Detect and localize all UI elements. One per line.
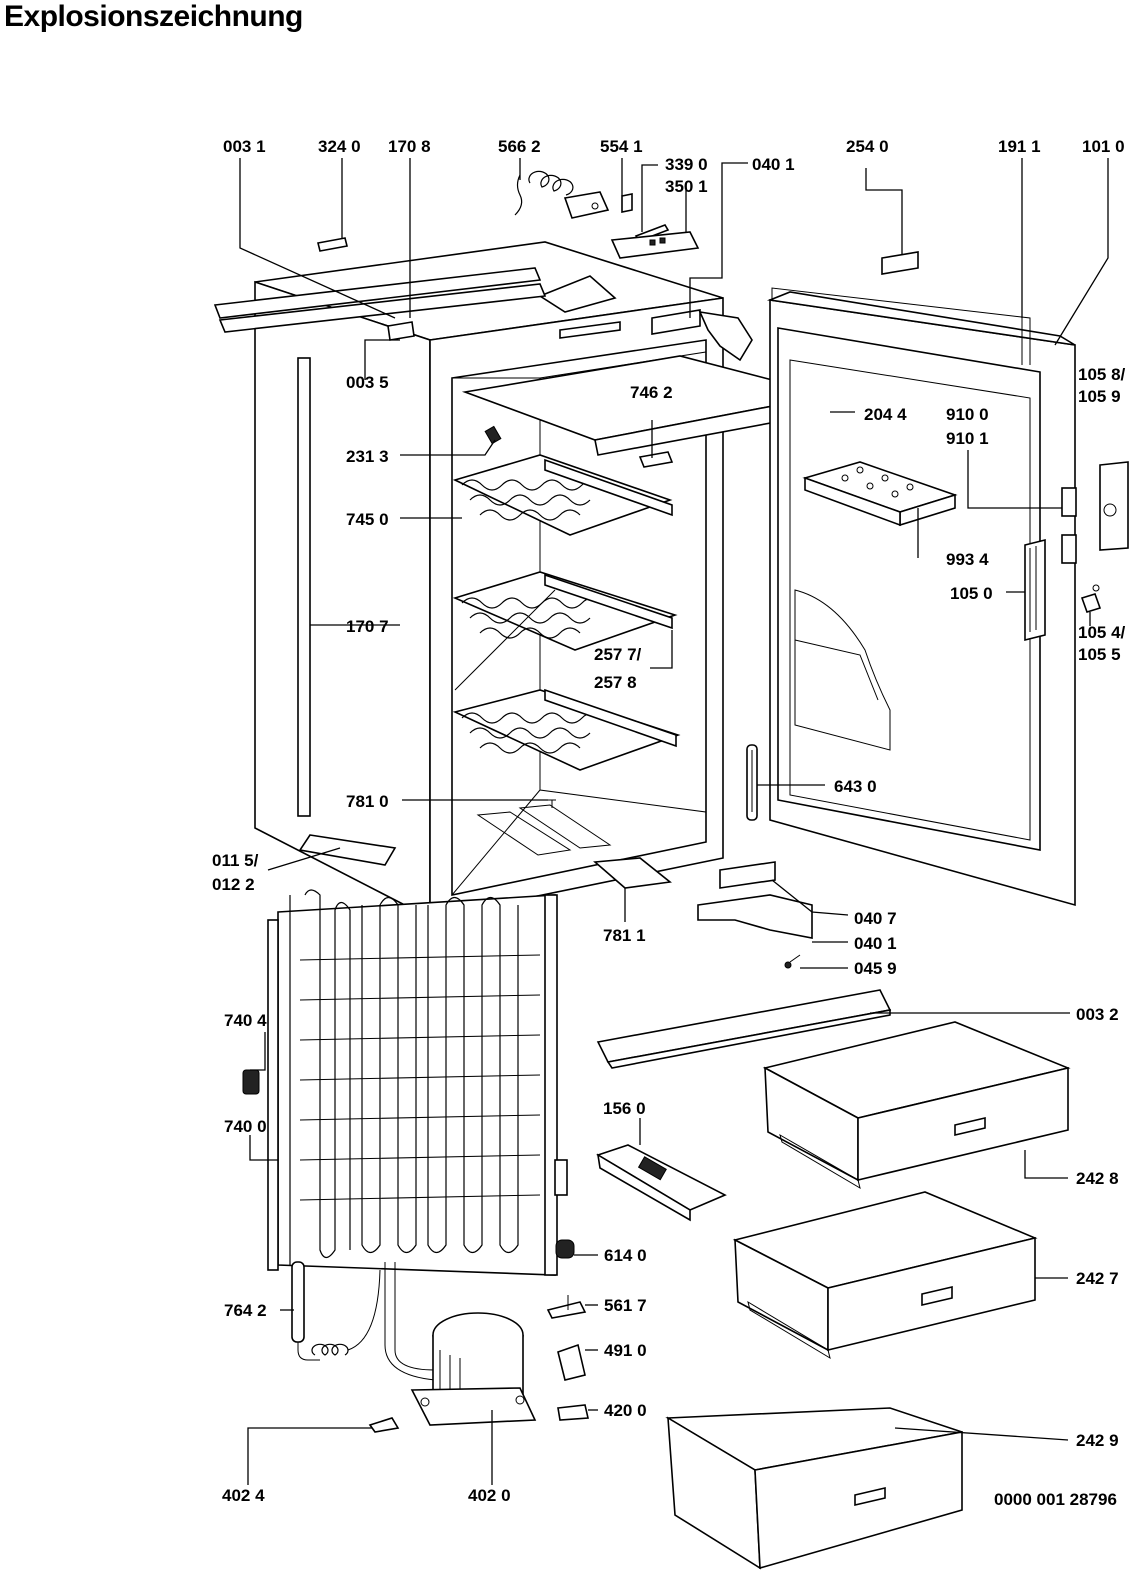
part-label-4024: 402 4 bbox=[222, 1486, 265, 1505]
part-label-5662: 566 2 bbox=[498, 137, 541, 156]
crisper-drawer-2429 bbox=[665, 1407, 963, 1570]
hinge-bottom bbox=[697, 861, 813, 969]
evaporator-shelves bbox=[452, 454, 681, 771]
part-label-9934: 993 4 bbox=[946, 550, 989, 569]
part-label-3390: 339 0 bbox=[665, 155, 708, 174]
crisper-drawer-2428 bbox=[762, 1021, 1071, 1190]
part-label-2427: 242 7 bbox=[1076, 1269, 1119, 1288]
part-label-5617: 561 7 bbox=[604, 1296, 647, 1315]
part-label-2540: 254 0 bbox=[846, 137, 889, 156]
part-label-3240: 324 0 bbox=[318, 137, 361, 156]
part-label-0407: 040 7 bbox=[854, 909, 897, 928]
leader-lines bbox=[239, 158, 1109, 1485]
part-label-1055: 105 5 bbox=[1078, 645, 1121, 664]
part-label-7642: 764 2 bbox=[224, 1301, 267, 1320]
part-label-1911: 191 1 bbox=[998, 137, 1041, 156]
crisper-drawer-2427 bbox=[732, 1191, 1038, 1360]
part-label-6430: 643 0 bbox=[834, 777, 877, 796]
control-components bbox=[514, 170, 700, 259]
part-label-6140: 614 0 bbox=[604, 1246, 647, 1265]
part-label-1058: 105 8/ bbox=[1078, 365, 1126, 384]
part-label-1560: 156 0 bbox=[603, 1099, 646, 1118]
ice-tray bbox=[596, 1144, 727, 1222]
part-label-4020: 402 0 bbox=[468, 1486, 511, 1505]
part-label-0032: 003 2 bbox=[1076, 1005, 1119, 1024]
part-label-0035: 003 5 bbox=[346, 373, 389, 392]
part-label-1059: 105 9 bbox=[1078, 387, 1121, 406]
part-label-2577: 257 7/ bbox=[594, 645, 642, 664]
part-label-7404: 740 4 bbox=[224, 1011, 267, 1030]
compressor bbox=[410, 1312, 537, 1426]
part-label-7811: 781 1 bbox=[603, 926, 646, 945]
part-label-3501: 350 1 bbox=[665, 177, 708, 196]
part-label-1707: 170 7 bbox=[346, 617, 389, 636]
part-label-0122: 012 2 bbox=[212, 875, 255, 894]
cabinet-body bbox=[213, 237, 753, 920]
part-label-2429: 242 9 bbox=[1076, 1431, 1119, 1450]
part-label-9100: 910 0 bbox=[946, 405, 989, 424]
part-label-1708: 170 8 bbox=[388, 137, 431, 156]
base-plate bbox=[596, 989, 892, 1069]
part-label-0115: 011 5/ bbox=[212, 851, 259, 870]
part-label-2044: 204 4 bbox=[864, 405, 907, 424]
drawing-number: 0000 001 28796 bbox=[994, 1490, 1117, 1509]
part-label-7450: 745 0 bbox=[346, 510, 389, 529]
part-label-0031: 003 1 bbox=[223, 137, 266, 156]
part-label-4910: 491 0 bbox=[604, 1341, 647, 1360]
part-label-4200: 420 0 bbox=[604, 1401, 647, 1420]
part-label-7810: 781 0 bbox=[346, 792, 389, 811]
part-label-0401-bottom: 040 1 bbox=[854, 934, 897, 953]
part-label-7400: 740 0 bbox=[224, 1117, 267, 1136]
part-label-1010: 101 0 bbox=[1082, 137, 1125, 156]
part-label-2578: 257 8 bbox=[594, 673, 637, 692]
page-title: Explosionszeichnung bbox=[4, 0, 303, 33]
part-label-1050: 105 0 bbox=[950, 584, 993, 603]
part-label-7462: 746 2 bbox=[630, 383, 673, 402]
part-label-2428: 242 8 bbox=[1076, 1169, 1119, 1188]
electrical-parts bbox=[242, 1069, 589, 1433]
part-label-2313: 231 3 bbox=[346, 447, 389, 466]
door-assembly bbox=[746, 251, 1129, 907]
condenser bbox=[267, 889, 568, 1381]
part-labels: 003 1 324 0 170 8 566 2 554 1 339 0 350 … bbox=[212, 137, 1126, 1509]
part-label-0401-top: 040 1 bbox=[752, 155, 795, 174]
part-label-9101: 910 1 bbox=[946, 429, 989, 448]
part-label-0459: 045 9 bbox=[854, 959, 897, 978]
part-label-5541: 554 1 bbox=[600, 137, 643, 156]
part-label-1054: 105 4/ bbox=[1078, 623, 1126, 642]
